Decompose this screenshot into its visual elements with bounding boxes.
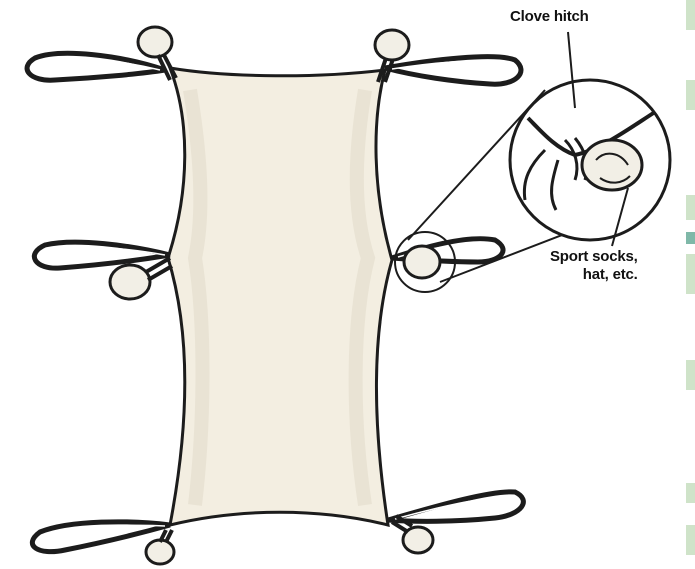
sock-knob-icon <box>375 30 409 60</box>
knot-wrap <box>160 530 172 542</box>
edge-strip-segment <box>686 525 695 555</box>
sport-socks-label: Sport socks, hat, etc. <box>550 248 638 284</box>
right-edge-strip <box>686 0 695 569</box>
sock-knob-icon <box>146 540 174 564</box>
edge-strip-segment <box>686 0 695 30</box>
tie-point-middle-right <box>392 232 503 292</box>
sock-knob-icon <box>110 265 150 299</box>
sport-socks-label-line1: Sport socks, <box>550 248 638 266</box>
edge-strip-segment <box>686 254 695 294</box>
knot-wrap <box>146 258 172 280</box>
edge-strip-segment <box>686 232 695 244</box>
sport-socks-label-line2: hat, etc. <box>550 266 638 284</box>
tie-point-top-left <box>27 27 176 80</box>
sock-knob-icon <box>138 27 172 57</box>
edge-strip-segment <box>686 80 695 110</box>
rope-loop-icon <box>388 492 523 521</box>
tie-point-top-right <box>375 30 521 84</box>
tie-point-bottom-right <box>388 492 523 553</box>
edge-strip-segment <box>686 360 695 390</box>
tie-point-bottom-left <box>32 522 174 564</box>
magnified-clove-hitch-detail <box>510 32 670 246</box>
sock-knob-icon <box>404 246 440 278</box>
edge-strip-segment <box>686 483 695 503</box>
clove-hitch-label: Clove hitch <box>510 8 589 26</box>
tie-point-middle-left <box>34 242 172 299</box>
edge-strip-segment <box>686 195 695 220</box>
rope-loop-icon <box>385 57 521 85</box>
rope-loop-icon <box>34 242 170 268</box>
